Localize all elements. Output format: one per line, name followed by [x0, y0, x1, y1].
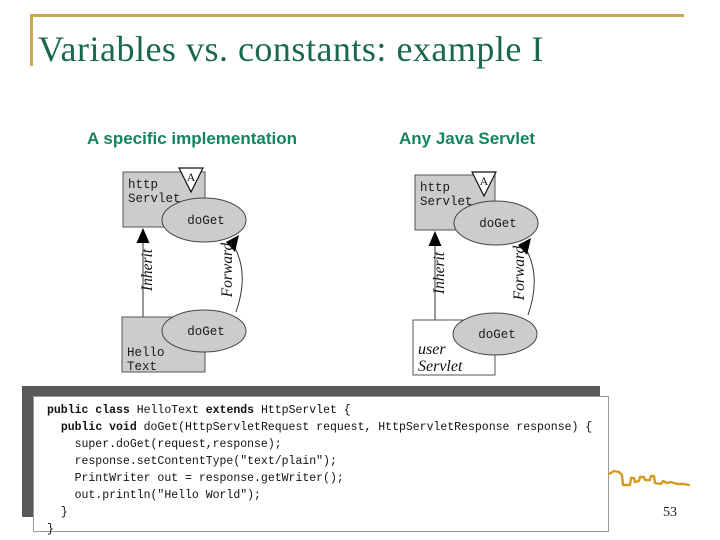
forward-arrowhead [518, 238, 531, 255]
code-line: public void doGet(HttpServletRequest req… [60, 421, 593, 434]
doget-ellipse-bottom [452, 312, 538, 356]
userservlet-label-line2: Servlet [418, 358, 463, 375]
doget-label-top: doGet [479, 217, 517, 231]
page-number: 53 [663, 505, 677, 520]
code-line: PrintWriter out = response.getWriter(); [47, 472, 344, 485]
httpservlet-label-line2: Servlet [128, 192, 181, 206]
forward-arrow-curve [234, 247, 243, 313]
hellotext-label-line1: Hello [127, 346, 165, 360]
hellotext-label-line2: Text [127, 360, 157, 374]
httpservlet-label-line1: http [420, 181, 450, 195]
forward-arrowhead [226, 235, 239, 252]
code-line: super.doGet(request,response); [47, 438, 282, 451]
title-rule-vertical [30, 14, 33, 66]
code-block: public class HelloText extends HttpServl… [33, 396, 609, 536]
code-line: public class HelloText extends HttpServl… [47, 404, 351, 417]
doget-label-top: doGet [187, 214, 225, 228]
doget-ellipse-top [453, 200, 539, 246]
code-line: } [47, 506, 68, 519]
doget-ellipse-top [161, 197, 247, 243]
doget-label-bottom: doGet [187, 325, 225, 339]
heading-any-java-servlet: Any Java Servlet [399, 129, 536, 148]
heading-specific-implementation: A specific implementation [87, 129, 298, 148]
userservlet-label-line1: user [418, 341, 446, 358]
skyline-squiggle-icon [607, 469, 691, 487]
forward-label: Forward [219, 242, 236, 298]
title-rule-horizontal [30, 14, 684, 17]
slide-title: Variables vs. constants: example I [38, 29, 544, 69]
doget-label-bottom: doGet [478, 328, 516, 342]
httpservlet-label-line1: http [128, 178, 158, 192]
abstract-marker-triangle-icon [178, 167, 204, 194]
abstract-marker-triangle-icon [471, 171, 497, 198]
diagram-specific-implementation: http Servlet A doGet Inherit Forward doG… [121, 167, 247, 374]
inherit-label: Inherit [431, 251, 448, 295]
httpservlet-label-line2: Servlet [420, 195, 473, 209]
inherit-arrowhead [428, 231, 442, 246]
code-line: out.println("Hello World"); [47, 489, 261, 502]
forward-arrow-curve [526, 250, 535, 316]
code-line: response.setContentType("text/plain"); [47, 455, 337, 468]
diagram-any-java-servlet: http Servlet A doGet Inherit Forward doG… [412, 171, 539, 376]
forward-label: Forward [511, 245, 528, 301]
code-lines: public class HelloText extends HttpServl… [47, 402, 608, 538]
inherit-label: Inherit [139, 248, 156, 292]
abstract-marker-letter: A [480, 174, 489, 188]
code-line: } [47, 523, 54, 536]
doget-ellipse-bottom [161, 309, 247, 353]
abstract-marker-letter: A [187, 170, 196, 184]
inherit-arrowhead [136, 228, 150, 243]
squiggle-line [607, 469, 691, 487]
